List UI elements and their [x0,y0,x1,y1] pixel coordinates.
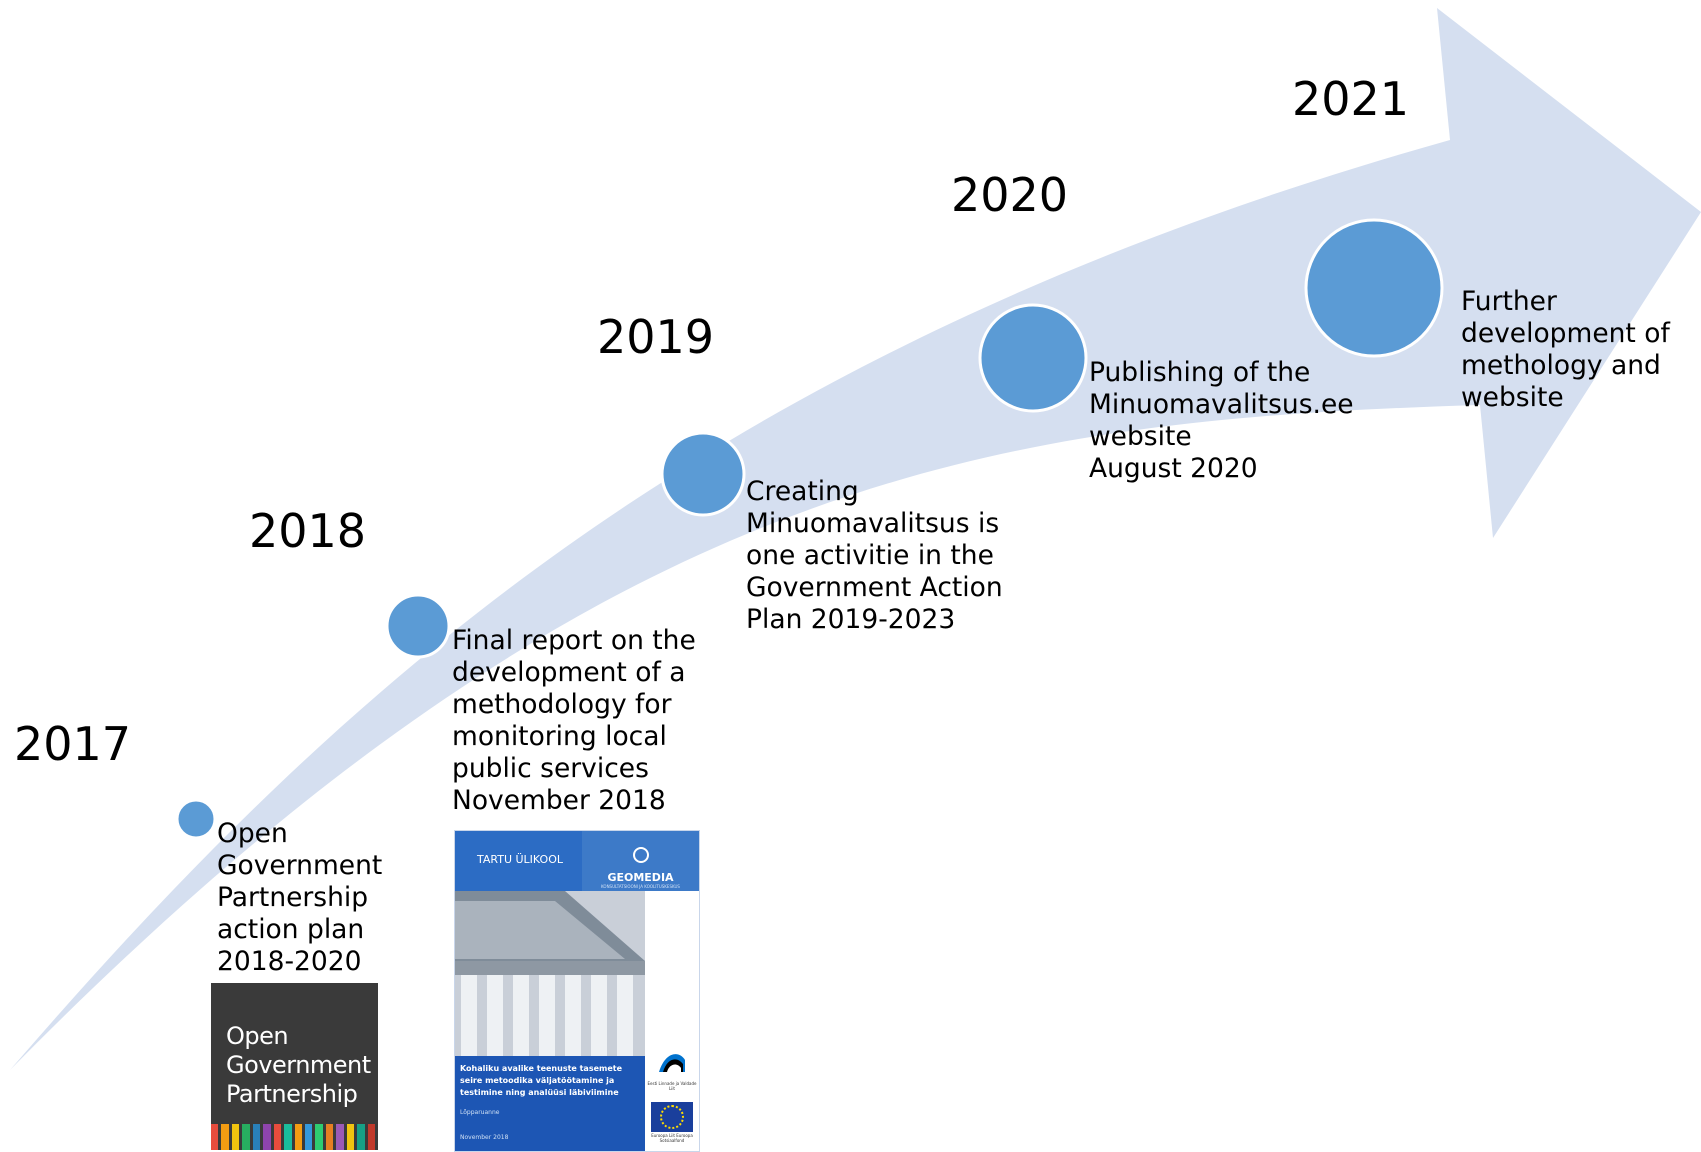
cover-title: Kohaliku avalike teenuste tasemete seire… [460,1064,623,1097]
event-text-line: methodology for [452,689,672,720]
year-label-2017: 2017 [14,717,132,771]
estonia-cities-logo-text: Eesti Linnade ja Valdade Liit [647,1081,697,1091]
ogp-logo-stripes [211,1124,378,1150]
ogp-logo-text: Government [226,1051,371,1079]
event-text-line: Publishing of the [1089,357,1311,388]
event-2019-text: Creating Minuomavalitsus is one activiti… [746,476,1003,636]
ogp-logo-text: Open [226,1022,289,1050]
eu-stars [660,1105,684,1129]
globe-icon [633,847,649,863]
ogp-stripe [284,1124,295,1150]
year-label-2020: 2020 [951,168,1069,222]
event-text-line: Final report on the [452,625,696,656]
ogp-stripe [273,1124,285,1150]
cover-subtitle: Lõpparuanne [460,1109,500,1116]
event-text-line: November 2018 [452,785,666,816]
eu-flag-caption: Euroopa Liit Euroopa Sotsiaalfond [651,1133,693,1143]
ogp-logo: Open Government Partnership [211,983,378,1150]
event-2020-text: Publishing of the Minuomavalitsus.ee web… [1089,357,1354,485]
event-text-line: August 2020 [1089,453,1258,484]
event-text-line: Creating [746,476,859,507]
ogp-stripe [357,1124,368,1150]
event-2017-text: Open Government Partnership action plan … [217,818,382,978]
event-text-line: website [1089,421,1192,452]
event-text-line: development of [1461,318,1670,349]
event-2018-text: Final report on the development of a met… [452,625,696,817]
eu-flag-icon [651,1102,693,1132]
timeline-node-2019 [660,431,746,517]
timeline-node-2021 [1304,218,1444,358]
report-cover-image: TARTU ÜLIKOOL GEOMEDIA KONSULTATSIOONI J… [454,830,700,1152]
ogp-stripe [367,1124,378,1150]
event-text-line: website [1461,382,1564,413]
ogp-stripe [294,1124,305,1150]
ogp-stripe [304,1124,316,1150]
ogp-stripe [263,1124,274,1150]
building-photo [455,891,645,1091]
event-text-line: 2018-2020 [217,946,362,977]
ogp-stripe [315,1124,326,1150]
timeline-node-2020 [978,303,1088,413]
geomedia-name: GEOMEDIA [607,871,674,884]
event-text-line: one activitie in the [746,540,994,571]
event-text-line: Minuomavalitsus is [746,508,1000,539]
ogp-stripe [336,1124,347,1150]
geomedia-tagline: KONSULTATSIOONI JA KOOLITUSKESKUS [601,884,680,889]
ogp-stripe [242,1124,253,1150]
event-text-line: Government [217,850,383,881]
ogp-stripe [221,1124,232,1150]
geomedia-logo: GEOMEDIA KONSULTATSIOONI JA KOOLITUSKESK… [582,831,699,891]
event-text-line: public services [452,753,649,784]
year-label-2021: 2021 [1292,72,1410,126]
ogp-stripe [325,1124,337,1150]
estonia-cities-logo-icon [659,1054,685,1072]
ogp-stripe [252,1124,264,1150]
event-text-line: Further [1461,286,1557,317]
timeline-node-2017 [175,798,217,840]
ogp-stripe [231,1124,243,1150]
ogp-logo-text: Partnership [226,1080,358,1108]
year-label-2018: 2018 [249,504,367,558]
event-text-line: methology and [1461,350,1661,381]
event-text-line: Open [217,818,288,849]
event-text-line: Government Action [746,572,1003,603]
event-text-line: monitoring local [452,721,667,752]
ogp-stripe [346,1124,358,1150]
event-text-line: Minuomavalitsus.ee [1089,389,1354,420]
ogp-stripe [211,1124,222,1150]
university-logo: TARTU ÜLIKOOL [477,853,563,866]
event-text-line: Plan 2019-2023 [746,604,956,635]
event-2021-text: Further development of methology and web… [1461,286,1670,414]
timeline-node-2018 [385,593,451,659]
year-label-2019: 2019 [597,310,715,364]
cover-date: November 2018 [460,1134,509,1141]
timeline-arrow [10,8,1701,1070]
event-text-line: action plan [217,914,365,945]
event-text-line: development of a [452,657,686,688]
event-text-line: Partnership [217,882,369,913]
